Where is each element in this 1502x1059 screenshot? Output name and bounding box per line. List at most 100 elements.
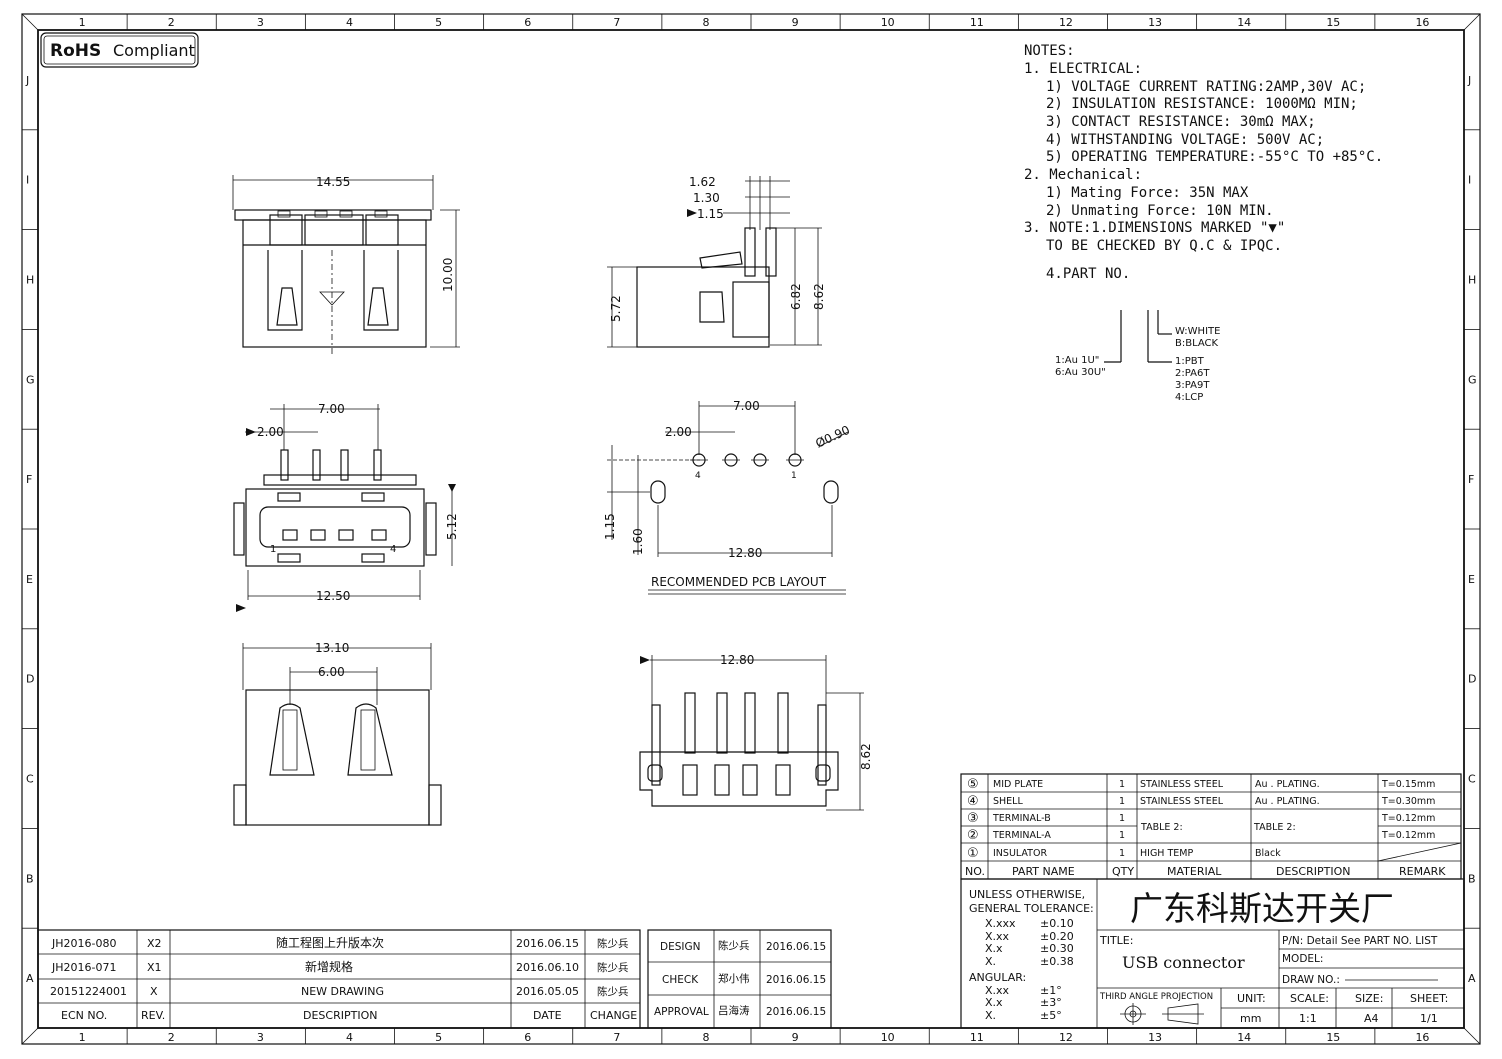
drawing-title: USB connector [1122, 953, 1245, 972]
bom-name: TERMINAL-B [992, 813, 1051, 824]
zone-row-label: B [26, 872, 34, 885]
zone-col-label: 16 [1415, 16, 1429, 29]
rev-desc: NEW DRAWING [301, 985, 384, 998]
dim-label: 14.55 [316, 175, 350, 189]
dim-label: 6.00 [318, 665, 345, 679]
approval-role: APPROVAL [654, 1006, 709, 1018]
tolerance-key: X.xx [985, 930, 1010, 943]
tolerance-key: X.x [985, 996, 1003, 1009]
bom-desc: TABLE 2: [1253, 822, 1296, 833]
dim-label: 6.82 [789, 283, 803, 310]
zone-row-label: A [26, 972, 34, 985]
rev-change: 陈少兵 [597, 985, 629, 998]
sheet-value: 1/1 [1420, 1012, 1438, 1025]
pcb-layout-view: 7.00 2.00 Ø0.90 4 1 1.15 1.60 12.80 RECO… [603, 399, 852, 595]
note-line: 3) CONTACT RESISTANCE: 30mΩ MAX; [1046, 114, 1316, 130]
zone-col-label: 5 [435, 1031, 442, 1044]
dim-label: 1.15 [697, 207, 724, 221]
zone-col-label: 3 [257, 1031, 264, 1044]
note-line: 2. Mechanical: [1024, 167, 1142, 183]
zone-row-label: A [1468, 972, 1476, 985]
approval-role: DESIGN [660, 941, 700, 953]
revision-table: JH2016-080 X2 随工程图上升版本次 2016.06.15 陈少兵 J… [37, 929, 641, 1029]
tolerance-angular: ANGULAR: [969, 971, 1026, 984]
bom-no: ② [967, 828, 979, 843]
bom-desc: Au . PLATING. [1255, 796, 1320, 807]
third-angle-projection-icon [1120, 1003, 1204, 1025]
tolerance-key: X.x [985, 942, 1003, 955]
bom-qty: 1 [1119, 796, 1125, 807]
side-view: 1.62 1.30 1.15 6.82 8.62 5.72 [607, 175, 826, 348]
bom-desc: Au . PLATING. [1255, 779, 1320, 790]
unit-value: mm [1240, 1012, 1261, 1025]
tolerance-key: X. [985, 1009, 996, 1022]
dim-label: Ø0.90 [813, 423, 852, 451]
bom-header: DESCRIPTION [1276, 865, 1350, 878]
bom-qty: 1 [1119, 813, 1125, 824]
tolerance-value: ±0.30 [1040, 942, 1074, 955]
zone-row-label: J [1467, 74, 1471, 87]
notes-title: NOTES: [1024, 43, 1075, 59]
rev-ecn: JH2016-080 [51, 937, 116, 950]
rev-date: 2016.06.15 [516, 937, 579, 950]
rev-header: ECN NO. [61, 1009, 107, 1022]
dim-label: 10.00 [441, 258, 455, 292]
zone-col-label: 16 [1415, 1031, 1429, 1044]
rev-rev: X1 [147, 961, 162, 974]
rohs-text: Compliant [113, 41, 195, 60]
dim-label: 7.00 [733, 399, 760, 413]
tolerance-key: X.xxx [985, 917, 1016, 930]
rohs-badge: RoHS Compliant [40, 32, 199, 68]
dim-label: 12.80 [720, 653, 754, 667]
zone-col-label: 4 [346, 1031, 353, 1044]
zone-row-label: I [26, 174, 29, 187]
dim-label: 5.72 [609, 295, 623, 322]
bom-header: QTY [1112, 865, 1134, 878]
zone-col-label: 14 [1237, 1031, 1251, 1044]
approval-table: DESIGN 陈少兵 2016.06.15 CHECK 郑小伟 2016.06.… [647, 929, 832, 1029]
dim-label: 5.12 [445, 513, 459, 540]
zone-col-label: 12 [1059, 16, 1073, 29]
dim-label: 8.62 [812, 283, 826, 310]
zone-col-label: 3 [257, 16, 264, 29]
pin-label: 1 [270, 544, 276, 555]
zone-row-label: B [1468, 872, 1476, 885]
rev-header: DATE [533, 1009, 562, 1022]
bom-qty: 1 [1119, 848, 1125, 859]
zone-row-label: G [26, 373, 35, 386]
company-name: 广东科斯达开关厂 [1130, 889, 1394, 928]
zone-row-label: E [26, 573, 33, 586]
zone-col-label: 9 [792, 1031, 799, 1044]
tolerance-value: ±5° [1040, 1009, 1062, 1022]
bom-header: PART NAME [1012, 865, 1075, 878]
approval-date: 2016.06.15 [766, 941, 826, 953]
bom-name: TERMINAL-A [992, 830, 1051, 841]
dim-label: 12.50 [316, 589, 350, 603]
zone-col-label: 11 [970, 16, 984, 29]
zone-col-label: 13 [1148, 1031, 1162, 1044]
note-line: 1) Mating Force: 35N MAX [1046, 185, 1249, 201]
approval-name: 陈少兵 [718, 939, 750, 952]
tolerance-key: X.xx [985, 984, 1010, 997]
rev-change: 陈少兵 [597, 937, 629, 950]
zone-row-label: D [26, 673, 34, 686]
note-line: 1) VOLTAGE CURRENT RATING:2AMP,30V AC; [1046, 79, 1366, 95]
zone-row-label: F [1468, 473, 1474, 486]
zone-row-label: D [1468, 673, 1476, 686]
zone-grid: 1122334455667788991010111112121313141415… [22, 14, 1480, 1044]
pin-label: 4 [695, 471, 701, 481]
zone-col-label: 2 [168, 1031, 175, 1044]
zone-col-label: 8 [702, 16, 709, 29]
zone-row-label: C [26, 773, 34, 786]
zone-col-label: 10 [881, 1031, 895, 1044]
zone-row-label: I [1468, 174, 1471, 187]
legend-text: 4:LCP [1175, 392, 1203, 403]
zone-col-label: 14 [1237, 16, 1251, 29]
legend-text: 2:PA6T [1175, 368, 1210, 379]
tolerance-value: ±0.10 [1040, 917, 1074, 930]
dim-label: 13.10 [315, 641, 349, 655]
note-line: 4.PART NO. [1046, 266, 1130, 282]
bom-no: ④ [967, 794, 979, 809]
rev-header: REV. [141, 1009, 165, 1022]
bom-no: ③ [967, 811, 979, 826]
